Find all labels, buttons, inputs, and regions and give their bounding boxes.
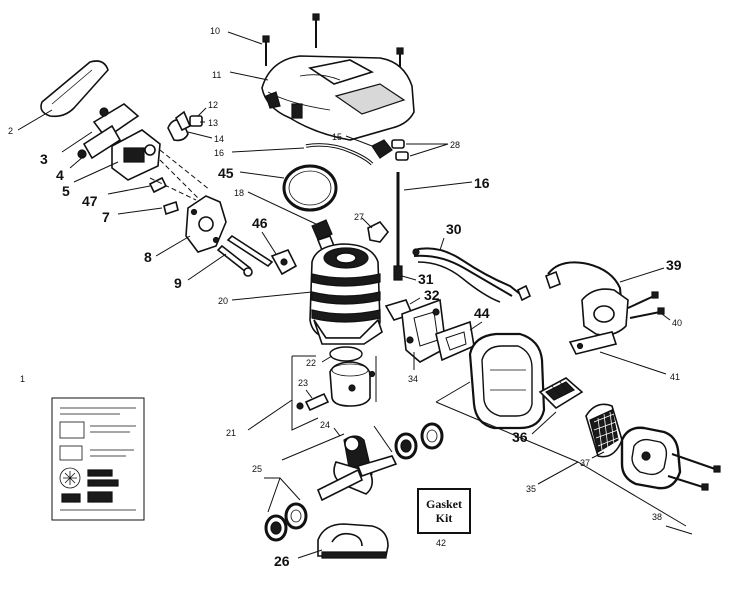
gasket-ring-45 [239,164,338,212]
label-4: 4 [56,167,64,183]
intake-plate-8 [155,195,227,257]
fitting-15-28 [345,135,449,161]
gasket-kit-box: Gasket Kit [417,488,471,534]
label-10: 10 [210,26,220,36]
label-30: 30 [446,221,462,237]
fittings-12-14 [159,107,213,201]
gasket-44 [435,320,483,362]
label-18: 18 [234,188,244,198]
muffler-cover-38 [620,426,721,535]
bracket-lines-35 [435,381,687,527]
wrist-pin-23 [296,389,330,412]
top-cover-11 [229,55,415,141]
label-20: 20 [218,296,228,306]
cylinder-20 [231,243,383,345]
crankcase-26 [297,523,389,559]
label-12: 12 [208,100,218,110]
spark-plug-18 [247,191,336,251]
label-45: 45 [218,165,234,181]
bolts-40 [627,291,671,321]
part-46-valve [261,231,298,276]
label-36: 36 [512,429,528,445]
label-23: 23 [298,378,308,388]
label-21: 21 [226,428,236,438]
label-37: 37 [580,458,590,468]
label-3: 3 [40,151,48,167]
label-24: 24 [320,420,330,430]
label-11: 11 [212,70,221,80]
label-28: 28 [450,140,460,150]
ignition-coil-39 [545,261,665,336]
label-47: 47 [82,193,98,209]
label-42: 42 [436,538,446,548]
label-32: 32 [424,287,440,303]
part-2-cover [17,60,109,131]
spark-screen-37 [585,403,623,459]
label-35: 35 [526,484,536,494]
wire-harness-30 [412,237,532,303]
label-26: 26 [274,553,290,569]
part-27-cap [361,217,390,243]
label-13: 13 [208,118,218,128]
gasket-kit-line1: Gasket [426,497,462,511]
label-2: 2 [8,126,13,136]
bearing-right [394,422,444,460]
crankshaft-24 [281,425,398,502]
label-16-upper: 16 [214,148,224,158]
label-46: 46 [252,215,268,231]
label-15: 15 [332,132,342,142]
label-7: 7 [102,209,110,225]
bearings-25 [264,477,308,542]
carburetor-group [61,103,161,183]
parts-7-47-screws [107,176,197,216]
rod-16-lower [393,172,473,281]
label-1: 1 [20,374,25,384]
label-22: 22 [306,358,316,368]
piston-ring-22 [321,346,363,363]
bolts-10 [227,13,404,78]
label-5: 5 [62,183,70,199]
label-16-lower: 16 [474,175,490,191]
label-34: 34 [408,374,418,384]
label-41: 41 [670,372,680,382]
label-40: 40 [672,318,682,328]
label-27: 27 [354,212,364,222]
label-44: 44 [474,305,490,321]
gasket-kit-line2: Kit [435,511,453,525]
callout-labels: 1 2 3 4 5 7 8 9 10 11 12 13 14 15 16 16 … [8,26,682,569]
baffle-36 [531,377,584,435]
label-31: 31 [418,271,434,287]
bracket-41 [568,331,667,375]
label-9: 9 [174,275,182,291]
label-39: 39 [666,257,682,273]
bolts-9 [187,234,274,281]
label-14: 14 [214,134,224,144]
instruction-sheet [51,397,145,521]
bracket-34 [401,298,447,370]
label-25: 25 [252,464,262,474]
label-38: 38 [652,512,662,522]
muffler-body [468,332,546,430]
bracket-lines-21-24 [247,355,377,431]
piston-21 [329,361,376,407]
label-8: 8 [144,249,152,265]
hose-16-upper [231,143,374,166]
